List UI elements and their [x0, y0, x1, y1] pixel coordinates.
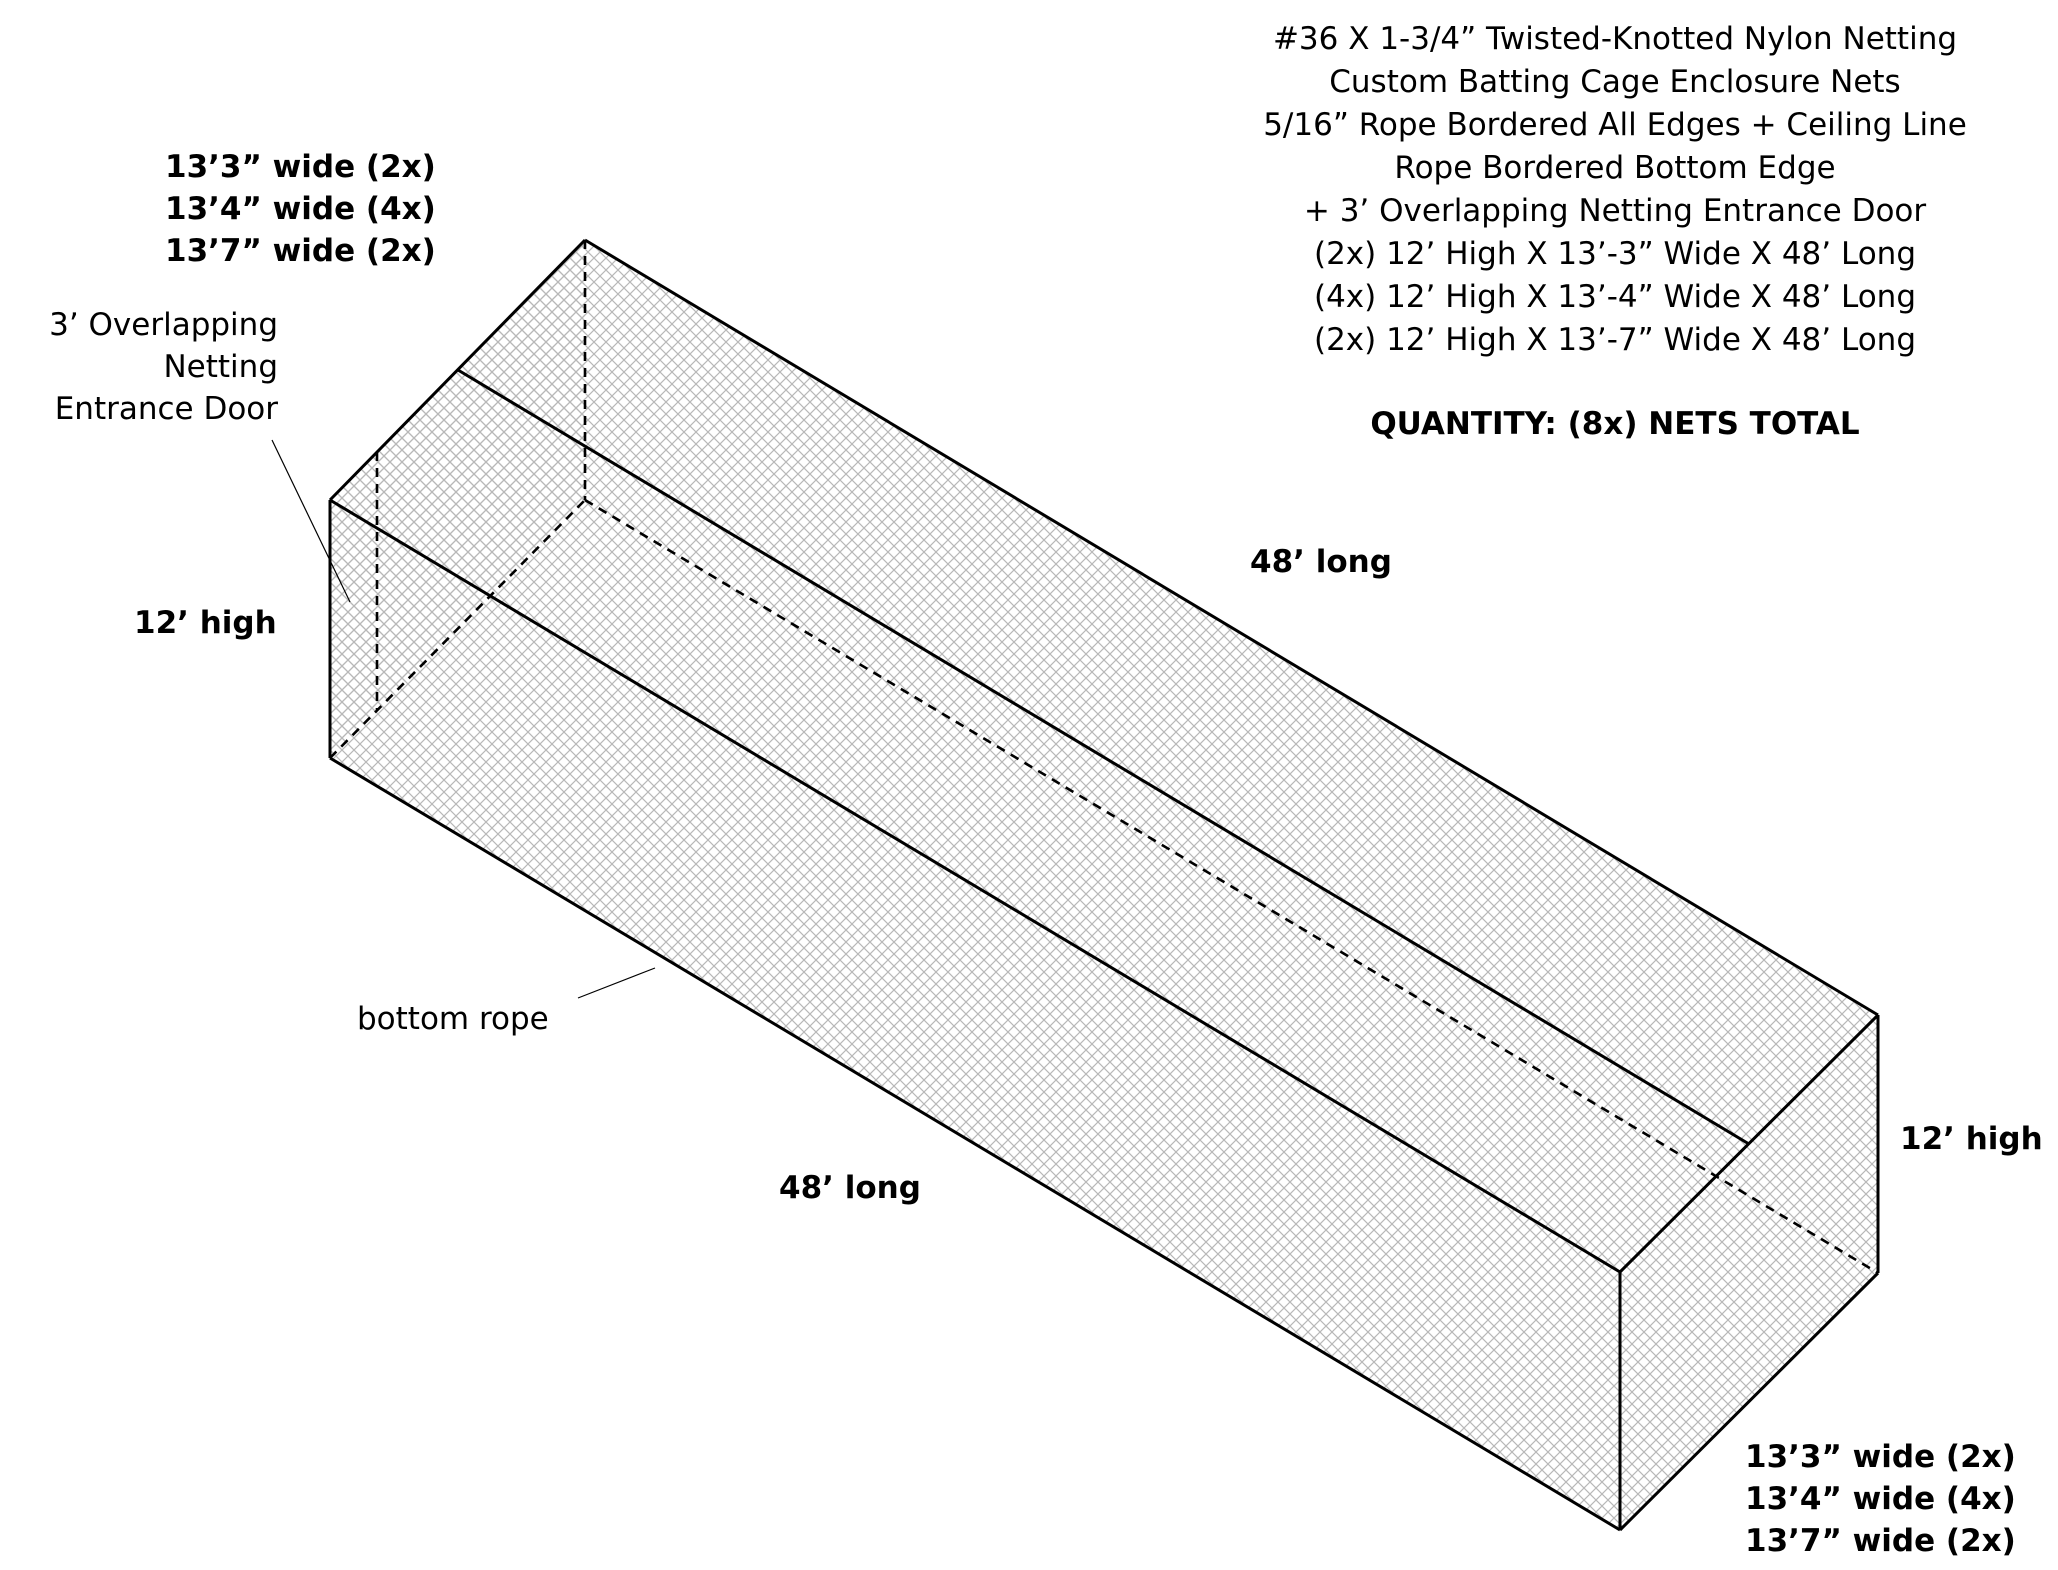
length-label-top: 48’ long: [1250, 544, 1392, 580]
quantity-label: QUANTITY: (8x) NETS TOTAL: [1370, 406, 1860, 442]
entrance-door-label: 3’ Overlapping Netting Entrance Door: [0, 304, 278, 430]
leader-lines: [271, 439, 656, 999]
spec-line: + 3’ Overlapping Netting Entrance Door: [1303, 193, 1927, 229]
spec-line: #36 X 1-3/4” Twisted-Knotted Nylon Netti…: [1272, 21, 1958, 57]
netting-front-face: [330, 500, 1620, 1530]
bottom-left-edge: [329, 499, 586, 759]
rope-edges: [328, 238, 1880, 1532]
hidden-edges: [329, 240, 1879, 1275]
door-label-line: Netting: [163, 349, 278, 385]
width-labels-top: 13’3” wide (2x) 13’4” wide (4x) 13’7” wi…: [165, 146, 436, 272]
spec-line: (2x) 12’ High X 13’-7” Wide X 48’ Long: [1313, 322, 1917, 358]
width-label: 13’3” wide (2x): [1745, 1439, 2016, 1475]
spec-line: 5/16” Rope Bordered All Edges + Ceiling …: [1263, 107, 1967, 143]
width-label: 13’4” wide (4x): [1745, 1481, 2016, 1517]
bottom-back-edge: [584, 498, 1879, 1275]
top-back-edge: [584, 238, 1879, 1017]
width-label: 13’7” wide (2x): [165, 233, 436, 269]
width-label: 13’7” wide (2x): [1745, 1523, 2016, 1559]
bottom-front-edge: [329, 756, 1621, 1532]
door-leader-line: [271, 439, 351, 603]
spec-line: Rope Bordered Bottom Edge: [1394, 150, 1836, 186]
door-label-line: Entrance Door: [54, 391, 278, 427]
height-label-right: 12’ high: [1900, 1121, 2043, 1157]
top-left-edge: [328, 238, 587, 502]
width-label: 13’4” wide (4x): [165, 191, 436, 227]
door-label-line: 3’ Overlapping: [49, 307, 278, 343]
length-label-bottom: 48’ long: [779, 1170, 921, 1206]
spec-line: (4x) 12’ High X 13’-4” Wide X 48’ Long: [1313, 279, 1917, 315]
spec-line: (2x) 12’ High X 13’-3” Wide X 48’ Long: [1313, 236, 1917, 272]
specification-block: #36 X 1-3/4” Twisted-Knotted Nylon Netti…: [1165, 18, 2058, 362]
height-label-left: 12’ high: [134, 605, 277, 641]
top-front-edge: [329, 498, 1621, 1274]
bottom-rope-leader-line: [577, 967, 656, 999]
ceiling-line: [457, 368, 1750, 1146]
bottom-right-edge: [1618, 1271, 1880, 1532]
netting-left-face: [330, 240, 585, 758]
width-labels-bottom: 13’3” wide (2x) 13’4” wide (4x) 13’7” wi…: [1745, 1436, 2016, 1562]
width-label: 13’3” wide (2x): [165, 149, 436, 185]
bottom-rope-label: bottom rope: [357, 1001, 549, 1037]
netting-right-face: [1620, 1015, 1878, 1530]
spec-line: Custom Batting Cage Enclosure Nets: [1329, 64, 1901, 100]
